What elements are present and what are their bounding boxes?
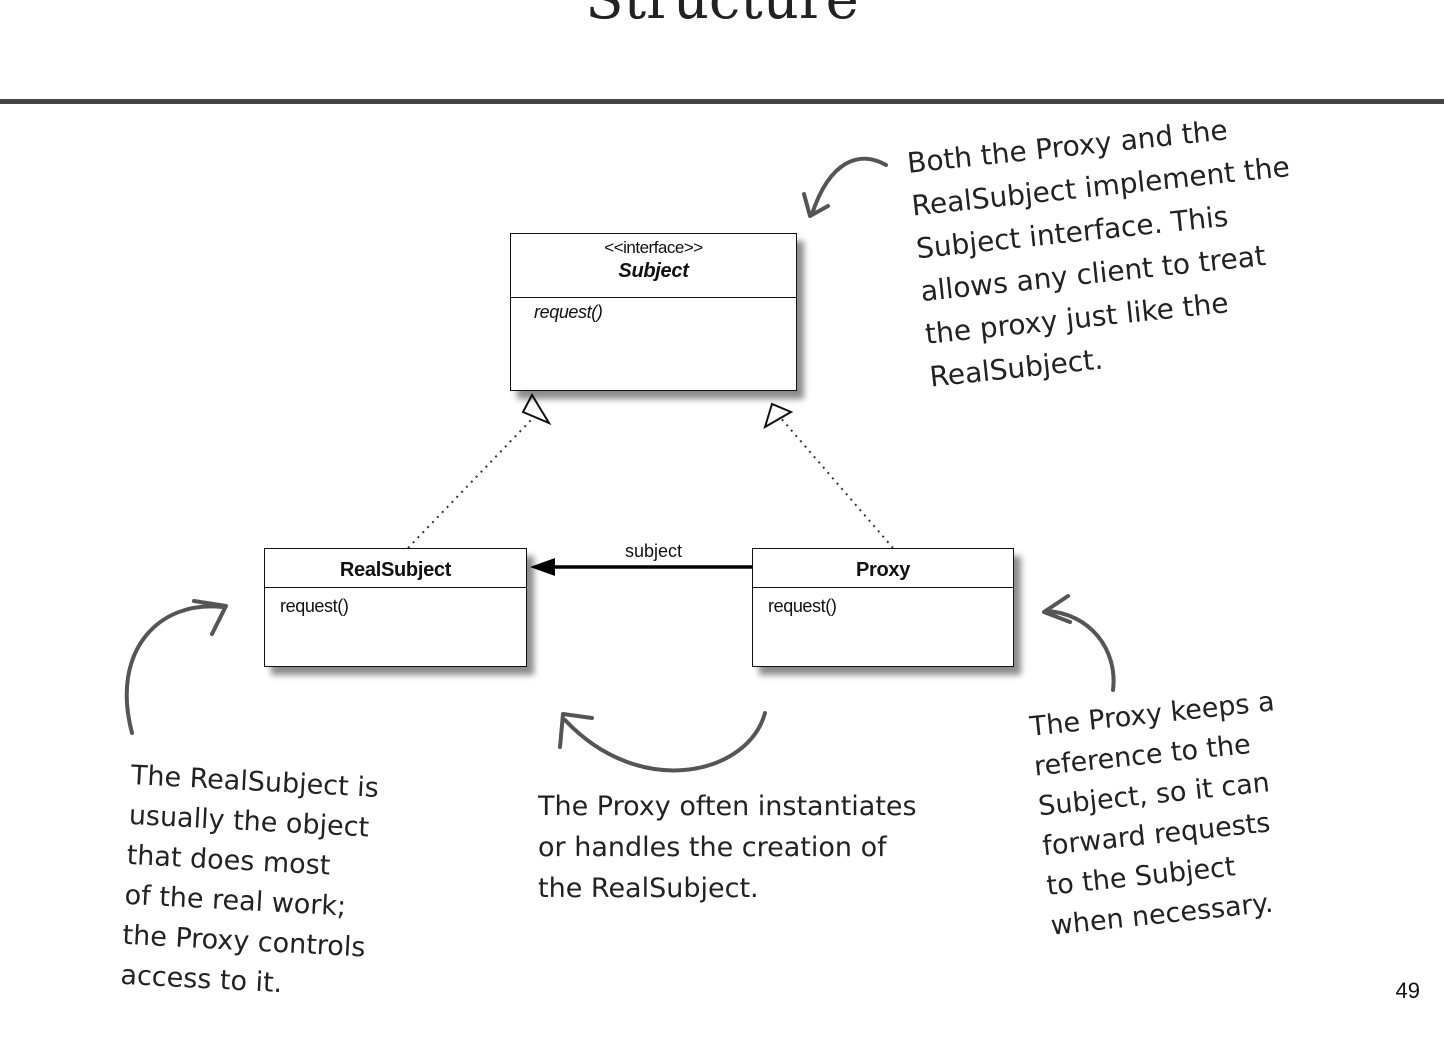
realsubject-class-box: RealSubject request() xyxy=(264,548,527,667)
realsubject-header: RealSubject xyxy=(265,549,526,588)
association-arrowhead xyxy=(530,558,555,576)
note-arrow-left xyxy=(124,604,224,735)
note-arrow-middle xyxy=(563,711,767,773)
interface-stereotype: <<interface>> xyxy=(604,238,703,257)
note-arrow-right xyxy=(1044,609,1116,692)
proxy-class-name: Proxy xyxy=(855,559,911,581)
realization-arrowhead-right xyxy=(763,402,794,430)
realization-arrowhead-left xyxy=(521,392,552,426)
realsubject-method: request() xyxy=(280,596,349,616)
proxy-class-box: Proxy request() xyxy=(752,548,1014,667)
slide-title: Structure xyxy=(0,0,1444,40)
note-proxy-instantiates: The Proxy often instantiates or handles … xyxy=(538,791,917,904)
note-arrowhead-top xyxy=(802,192,830,218)
realization-line-realsubject xyxy=(407,417,534,549)
association-label: subject xyxy=(625,541,683,561)
note-arrowhead-middle xyxy=(558,712,594,749)
realization-line-proxy xyxy=(778,415,894,549)
subject-class-name: Subject xyxy=(618,260,689,282)
subject-method: request() xyxy=(534,302,603,322)
subject-header: <<interface>> Subject xyxy=(511,234,796,298)
note-arrow-top xyxy=(810,156,888,216)
title-divider xyxy=(0,99,1444,104)
note-realsubject-work: The RealSubject is usually the object th… xyxy=(119,759,380,1000)
note-proxy-reference: The Proxy keeps a reference to the Subje… xyxy=(1028,686,1276,942)
realsubject-class-name: RealSubject xyxy=(339,559,452,581)
page-number: 49 xyxy=(1395,978,1420,1003)
proxy-method: request() xyxy=(768,596,837,616)
note-implement-interface: Both the Proxy and the RealSubject imple… xyxy=(905,113,1292,394)
note-arrowhead-right xyxy=(1042,594,1072,624)
proxy-header: Proxy xyxy=(753,549,1013,588)
subject-interface-box: <<interface>> Subject request() xyxy=(510,233,797,391)
note-arrowhead-left xyxy=(192,599,228,636)
